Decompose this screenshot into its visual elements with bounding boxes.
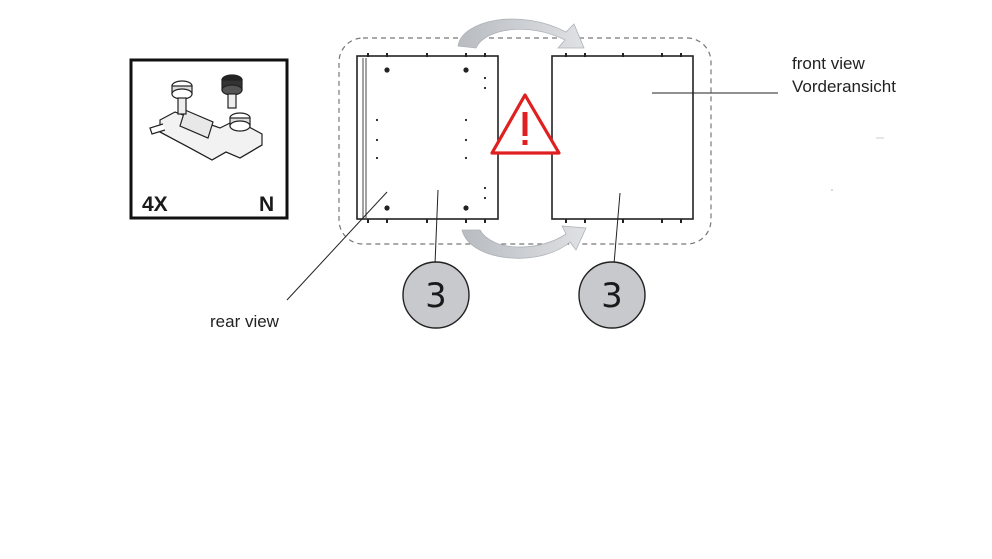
step-circle-right: 3 <box>578 261 646 329</box>
parts-box: 4X N <box>129 58 289 220</box>
warning-triangle-icon <box>490 93 561 155</box>
hinge-mounting-plate-icon <box>149 74 263 161</box>
flip-arrow-top-icon <box>457 18 585 49</box>
step-left-leader <box>434 189 439 265</box>
flip-arrow-bottom-icon <box>461 225 587 259</box>
speck <box>831 189 833 191</box>
front-view-panel <box>551 53 694 223</box>
step-number-right: 3 <box>601 276 623 316</box>
front-view-label: front view <box>792 54 865 73</box>
quantity-label: 4X <box>142 193 168 216</box>
step-circle-left: 3 <box>402 261 470 329</box>
rear-view-leader <box>286 191 388 301</box>
step-number-left: 3 <box>425 276 447 316</box>
dashed-frame <box>338 37 712 245</box>
rear-view-label: rear view <box>210 312 279 331</box>
step-right-leader <box>613 192 621 265</box>
rear-view-panel <box>356 53 499 223</box>
part-letter-label: N <box>259 193 274 216</box>
front-view-label-de: Vorderansicht <box>792 77 896 96</box>
